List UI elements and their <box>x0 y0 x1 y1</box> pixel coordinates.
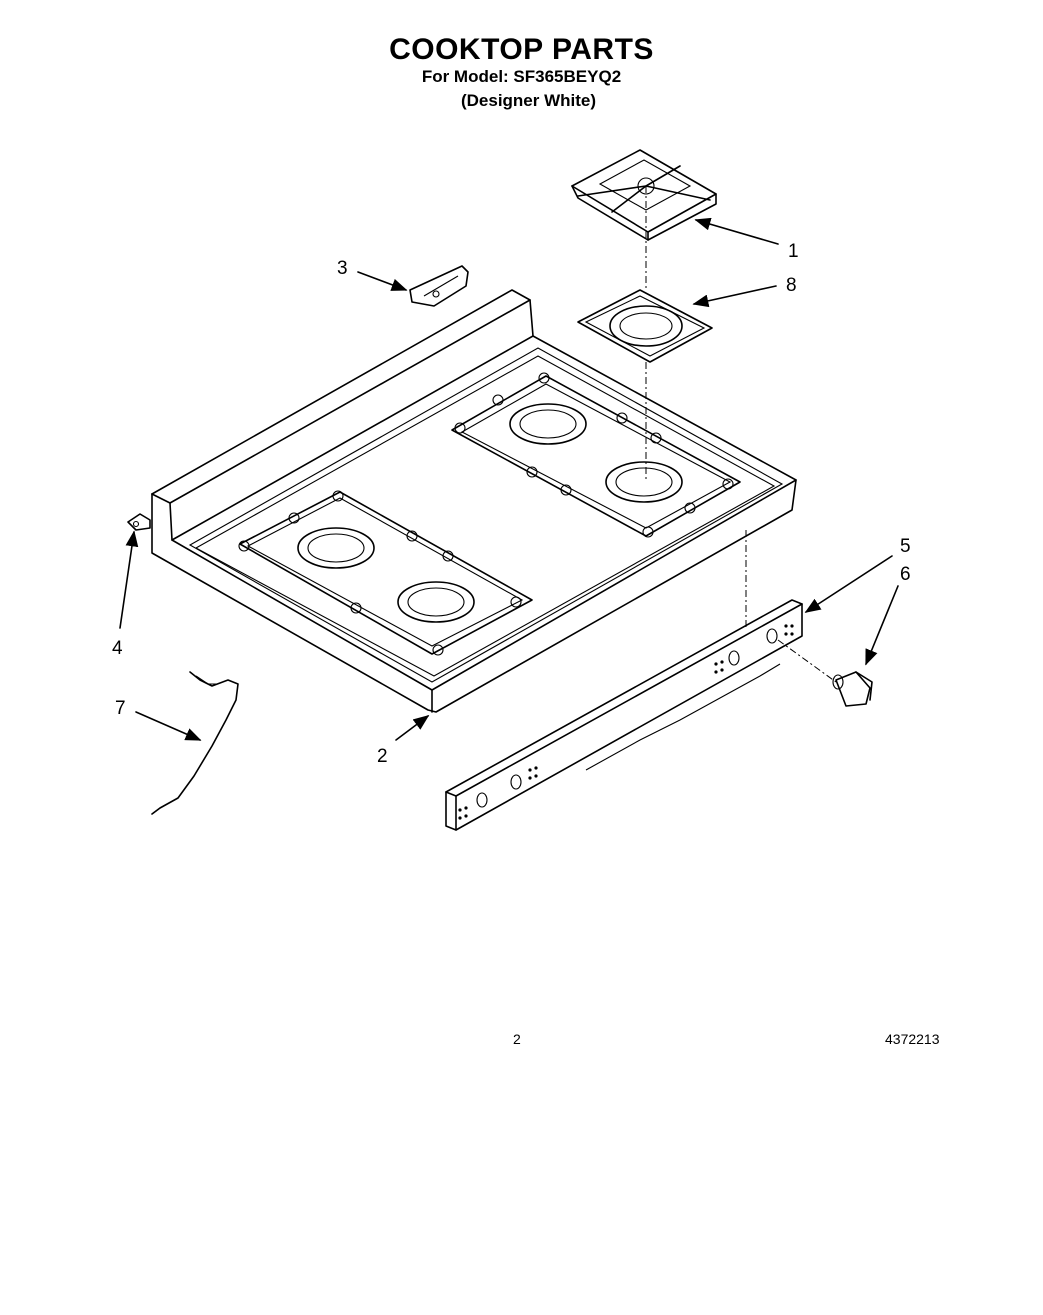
leader-arrows <box>119 217 899 741</box>
control-knob-part-6 <box>832 671 873 707</box>
screw-bosses <box>238 372 734 656</box>
callout-2: 2 <box>377 746 388 767</box>
model-line: For Model: SF365BEYQ2 <box>421 67 622 86</box>
color-line: (Designer White) <box>460 91 597 110</box>
page-number: 2 <box>513 1031 521 1047</box>
burner-grate-part-1 <box>571 149 717 241</box>
igniter-wire-part-7 <box>151 671 239 815</box>
cooktop-main-top <box>151 289 797 713</box>
alignment-lines <box>645 186 837 683</box>
callout-6: 6 <box>900 564 911 585</box>
bracket-part-3 <box>409 265 469 307</box>
burner-tray-part-8 <box>577 289 713 363</box>
hinge-bracket-part-4 <box>127 513 151 531</box>
callout-5: 5 <box>900 536 911 557</box>
document-number: 4372213 <box>885 1031 940 1047</box>
burner-rings <box>297 403 683 623</box>
control-panel-part-5 <box>445 599 803 831</box>
callout-1: 1 <box>788 241 799 262</box>
callout-8: 8 <box>786 275 797 296</box>
page-title: COOKTOP PARTS <box>389 33 654 66</box>
callout-3: 3 <box>337 258 348 279</box>
callout-7: 7 <box>115 698 126 719</box>
callout-4: 4 <box>112 638 123 659</box>
